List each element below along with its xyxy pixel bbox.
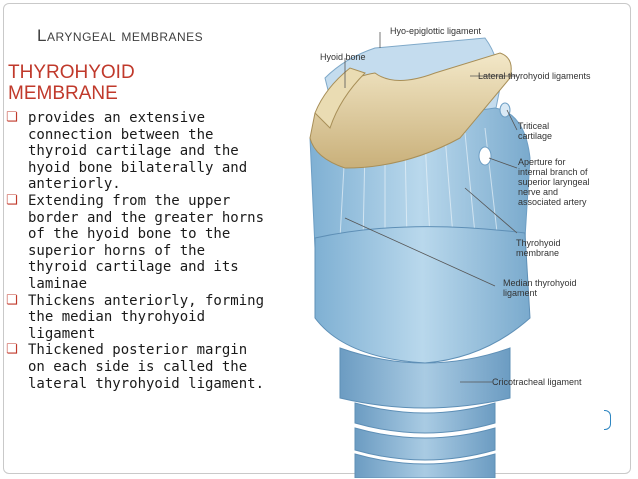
thyroid-cartilage xyxy=(315,227,530,363)
bullet-item: ❏ Thickens anteriorly, forming the media… xyxy=(6,293,268,343)
bullet-item: ❏ Extending from the upper border and th… xyxy=(6,193,268,293)
bullet-item: ❏ Thickened posterior margin on each sid… xyxy=(6,342,268,392)
slide-subtitle: THYROHYOID MEMBRANE xyxy=(8,62,208,104)
square-bullet-icon: ❏ xyxy=(6,193,18,210)
label-line: Aperture for xyxy=(518,157,590,167)
label-aperture: Aperture for internal branch of superior… xyxy=(518,157,590,207)
label-triticeal-cartilage: Triticeal cartilage xyxy=(518,121,552,141)
slide-edge-decoration xyxy=(604,410,611,430)
slide-title: Laryngeal membranes xyxy=(37,26,203,46)
label-hyo-epiglottic-ligament: Hyo-epiglottic ligament xyxy=(390,26,481,36)
label-hyoid-bone: Hyoid bone xyxy=(320,52,366,62)
label-cricotracheal-ligament: Cricotracheal ligament xyxy=(492,377,582,387)
label-line: Median thyrohyoid xyxy=(503,278,577,288)
bullet-text: Extending from the upper border and the … xyxy=(28,193,264,292)
label-line: cartilage xyxy=(518,131,552,141)
label-line: Thyrohyoid xyxy=(516,238,561,248)
trachea xyxy=(355,403,495,478)
aperture xyxy=(479,147,491,165)
bullet-text: Thickened posterior margin on each side … xyxy=(28,342,264,391)
bullet-item: ❏ provides an extensive connection betwe… xyxy=(6,110,268,193)
label-line: membrane xyxy=(516,248,561,258)
label-line: ligament xyxy=(503,288,577,298)
bullet-list: ❏ provides an extensive connection betwe… xyxy=(6,110,268,392)
larynx-illustration xyxy=(285,18,620,478)
label-line: associated artery xyxy=(518,197,590,207)
triticeal-cartilage xyxy=(500,103,510,117)
bullet-text: Thickens anteriorly, forming the median … xyxy=(28,293,264,342)
label-line: nerve and xyxy=(518,187,590,197)
square-bullet-icon: ❏ xyxy=(6,342,18,359)
label-median-thyrohyoid-ligament: Median thyrohyoid ligament xyxy=(503,278,577,298)
square-bullet-icon: ❏ xyxy=(6,293,18,310)
label-thyrohyoid-membrane: Thyrohyoid membrane xyxy=(516,238,561,258)
bullet-text: provides an extensive connection between… xyxy=(28,110,247,192)
label-line: superior laryngeal xyxy=(518,177,590,187)
square-bullet-icon: ❏ xyxy=(6,110,18,127)
label-line: Triticeal xyxy=(518,121,552,131)
label-line: internal branch of xyxy=(518,167,590,177)
label-lateral-thyrohyoid-ligaments: Lateral thyrohyoid ligaments xyxy=(478,71,591,81)
